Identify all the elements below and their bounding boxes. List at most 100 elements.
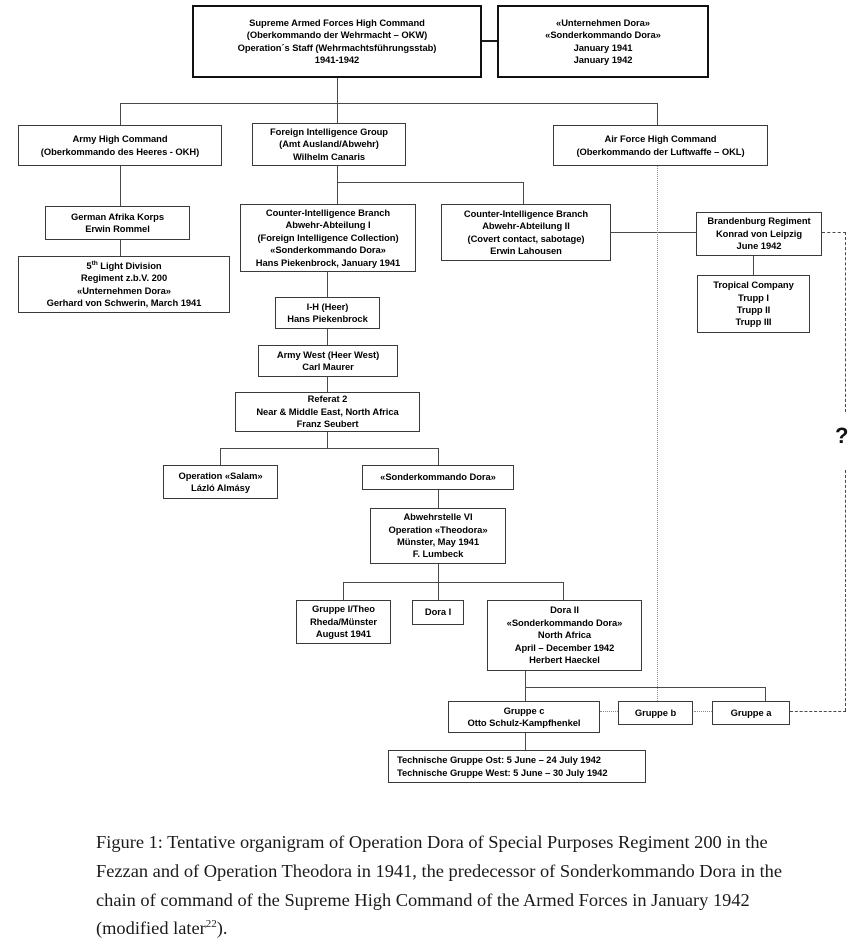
- node-gruppe-b[interactable]: Gruppe b: [618, 701, 693, 725]
- edge-okl-gruppeb-dotted: [657, 166, 658, 701]
- node-div5-ordinal: th: [91, 259, 98, 267]
- node-abt2-line-1: Counter-Intelligence Branch: [463, 207, 589, 219]
- edge-referat2-stem: [327, 432, 328, 448]
- node-dora-ii[interactable]: Dora II «Sonderkommando Dora» North Afri…: [487, 600, 642, 671]
- node-abt2-line-2: Abwehr-Abteilung II: [482, 220, 570, 232]
- node-dora-title[interactable]: «Unternehmen Dora» «Sonderkommando Dora»…: [497, 5, 709, 78]
- node-div5-line-4: Gerhard von Schwerin, March 1941: [46, 296, 202, 308]
- node-german-afrika-korps[interactable]: German Afrika Korps Erwin Rommel: [45, 206, 190, 240]
- node-abwehr-line-1: Foreign Intelligence Group: [270, 125, 388, 137]
- node-doraii-line-1: Dora II: [550, 604, 579, 616]
- node-doraii-line-4: April – December 1942: [514, 641, 615, 653]
- figure-caption: Figure 1: Tentative organigram of Operat…: [96, 828, 796, 943]
- node-okh-line-1: Army High Command: [72, 133, 168, 145]
- node-doraii-line-3: North Africa: [537, 629, 592, 641]
- node-dora-i[interactable]: Dora I: [412, 600, 464, 625]
- node-operation-salam[interactable]: Operation «Salam» Lázló Almásy: [163, 465, 278, 499]
- node-abwehrstelle-line-4: F. Lumbeck: [412, 548, 464, 560]
- node-abt2-line-3: (Covert contact, sabotage): [467, 232, 585, 244]
- node-abt1-line-5: Hans Piekenbrock, January 1941: [255, 256, 401, 268]
- edge-row2-bar: [120, 103, 657, 104]
- node-div5-rest: Light Division: [97, 259, 162, 271]
- node-dak-line-1: German Afrika Korps: [70, 210, 164, 222]
- node-div5-line-3: «Unternehmen Dora»: [77, 284, 171, 296]
- node-abwehr-abteilung-1[interactable]: Counter-Intelligence Branch Abwehr-Abtei…: [240, 204, 416, 272]
- edge-abwehrstelle-doraii: [563, 582, 564, 600]
- node-salam-line-2: Lázló Almásy: [191, 482, 250, 493]
- edge-abwehrstelle-gruppeitheo: [343, 582, 344, 600]
- edge-sonderkommando-abwehrstelle: [438, 490, 439, 508]
- node-okw-line-2: (Oberkommando der Wehrmacht – OKW): [246, 29, 428, 41]
- node-gruppe-c[interactable]: Gruppe c Otto Schulz-Kampfhenkel: [448, 701, 600, 733]
- node-abt1-line-3: (Foreign Intelligence Collection): [257, 231, 399, 243]
- edge-gruppec-gruppeb-dotted: [600, 711, 618, 712]
- node-abwehrstelle-line-1: Abwehrstelle VI: [403, 511, 473, 523]
- node-okl-line-2: (Oberkommando der Luftwaffe – OKL): [576, 145, 745, 157]
- node-okl-line-1: Air Force High Command: [604, 133, 717, 145]
- node-air-force-high-command[interactable]: Air Force High Command (Oberkommando der…: [553, 125, 768, 166]
- edge-row2-okl: [657, 103, 658, 125]
- node-tropical-company[interactable]: Tropical Company Trupp I Trupp II Trupp …: [697, 275, 810, 333]
- edge-abwehrstelle-dorai: [438, 582, 439, 600]
- node-armywest-line-1: Army West (Heer West): [276, 348, 380, 360]
- node-dora-title-line-3: January 1941: [573, 41, 633, 53]
- node-tropical-line-1: Tropical Company: [713, 279, 794, 291]
- edge-uncertain-gruppea: [790, 711, 846, 712]
- node-abwehr-line-3: Wilhelm Canaris: [292, 150, 366, 162]
- figure-caption-footnote: 22: [205, 918, 217, 931]
- node-dora-title-line-2: «Sonderkommando Dora»: [545, 29, 661, 41]
- node-abt2-line-4: Erwin Lahousen: [490, 244, 562, 256]
- node-foreign-intelligence-group[interactable]: Foreign Intelligence Group (Amt Ausland/…: [252, 123, 406, 166]
- edge-row2-okh: [120, 103, 121, 125]
- node-gruppec-line-2: Otto Schulz-Kampfhenkel: [467, 717, 581, 728]
- edge-abwehrstelle-stem: [438, 564, 439, 582]
- node-sonderkommando-dora[interactable]: «Sonderkommando Dora»: [362, 465, 514, 490]
- node-tropical-line-4: Trupp III: [735, 316, 772, 328]
- node-okw-line-3: Operation´s Staff (Wehrmachtsführungssta…: [237, 41, 437, 53]
- edge-abwehr-bar: [337, 182, 523, 183]
- node-army-west[interactable]: Army West (Heer West) Carl Maurer: [258, 345, 398, 377]
- node-dorai-line-1: Dora I: [424, 606, 452, 618]
- node-div5-line-1: 5th Light Division: [86, 260, 161, 272]
- node-abwehrstelle-vi[interactable]: Abwehrstelle VI Operation «Theodora» Mün…: [370, 508, 506, 564]
- node-ih-heer[interactable]: I-H (Heer) Hans Piekenbrock: [275, 297, 380, 329]
- figure-caption-suffix: ).: [216, 918, 228, 939]
- node-referat2-line-1: Referat 2: [307, 393, 348, 405]
- node-army-high-command[interactable]: Army High Command (Oberkommando des Heer…: [18, 125, 222, 166]
- node-5th-light-division[interactable]: 5th Light Division Regiment z.b.V. 200 «…: [18, 256, 230, 313]
- node-dak-line-2: Erwin Rommel: [85, 223, 150, 234]
- node-abt1-line-1: Counter-Intelligence Branch: [265, 206, 391, 218]
- node-referat2-line-3: Franz Seubert: [296, 418, 359, 430]
- edge-referat2-bar: [220, 448, 438, 449]
- node-brandenburg-regiment[interactable]: Brandenburg Regiment Konrad von Leipzig …: [696, 212, 822, 256]
- figure-caption-prefix: Figure 1:: [96, 832, 163, 852]
- node-referat2-line-2: Near & Middle East, North Africa: [256, 405, 399, 417]
- node-div5-num: 5: [86, 259, 92, 271]
- node-abwehr-abteilung-2[interactable]: Counter-Intelligence Branch Abwehr-Abtei…: [441, 204, 611, 261]
- edge-okw-doratitle: [470, 40, 498, 42]
- edge-doraii-bar: [525, 687, 765, 688]
- edge-brandenburg-uncertain-top: [822, 232, 846, 233]
- node-div5-line-2: Regiment z.b.V. 200: [80, 272, 168, 284]
- edge-abwehr-abt2: [523, 182, 524, 204]
- node-brandenburg-line-2: Konrad von Leipzig: [715, 227, 803, 239]
- node-dora-title-line-1: «Unternehmen Dora»: [556, 16, 650, 28]
- node-referat-2[interactable]: Referat 2 Near & Middle East, North Afri…: [235, 392, 420, 432]
- edge-ih-armywest: [327, 329, 328, 345]
- node-abwehr-line-2: (Amt Ausland/Abwehr): [279, 138, 379, 150]
- node-okh-line-2: (Oberkommando des Heeres - OKH): [40, 145, 200, 157]
- node-dora-title-line-4: January 1942: [573, 53, 633, 65]
- node-abwehrstelle-line-2: Operation «Theodora»: [388, 523, 488, 535]
- node-gruppeitheo-line-3: August 1941: [315, 628, 372, 640]
- node-gruppe-a[interactable]: Gruppe a: [712, 701, 790, 725]
- node-abwehrstelle-line-3: Münster, May 1941: [396, 536, 479, 547]
- node-technische-gruppen[interactable]: Technische Gruppe Ost: 5 June – 24 July …: [388, 750, 646, 783]
- edge-referat2-sonderkommando: [438, 448, 439, 465]
- node-tropical-line-3: Trupp II: [736, 304, 771, 315]
- node-okw[interactable]: Supreme Armed Forces High Command (Oberk…: [192, 5, 482, 78]
- node-gruppeb-line-1: Gruppe b: [634, 706, 677, 718]
- node-gruppe-i-theo[interactable]: Gruppe I/Theo Rheda/Münster August 1941: [296, 600, 391, 644]
- edge-referat2-salam: [220, 448, 221, 465]
- node-gruppea-line-1: Gruppe a: [730, 706, 772, 718]
- edge-abt1-ih: [327, 272, 328, 297]
